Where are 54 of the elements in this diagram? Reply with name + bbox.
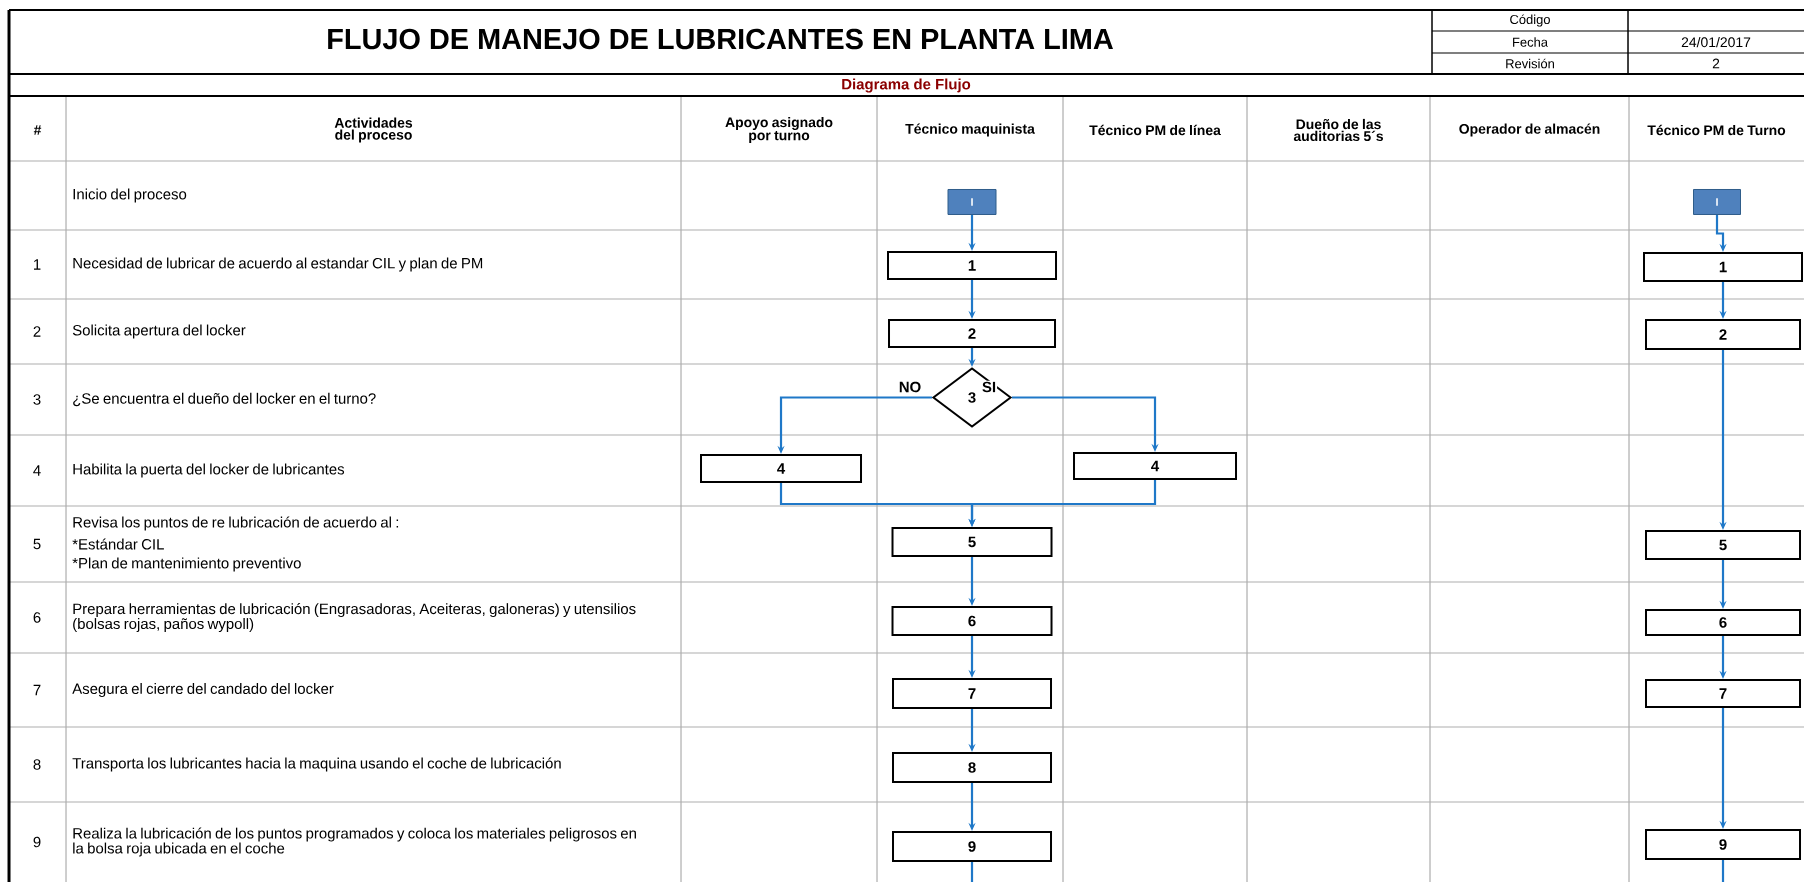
- column-header: Operador de almacén: [1459, 123, 1600, 137]
- process-box: 6: [1645, 609, 1801, 636]
- activity-text: Asegura el cierre del candado del locker: [72, 683, 334, 697]
- header-value: 24/01/2017: [1681, 36, 1751, 48]
- section-heading: Diagrama de Flujo: [842, 78, 971, 93]
- process-box: 2: [1645, 319, 1801, 350]
- row-number: 2: [33, 326, 41, 337]
- process-box: 9: [1645, 829, 1801, 860]
- activity-text: Revisa los puntos de re lubricación de acuerdo al :: [73, 516, 399, 531]
- process-box: 1: [1643, 252, 1803, 282]
- column-header: Apoyo asignado por turno: [725, 116, 833, 143]
- activity-text: Necesidad de lubricar de acuerdo al estandar CIL y plan de PM: [73, 257, 483, 272]
- activity-text: Prepara herramientas de lubricación (Engrasadoras, Aceiteras, galoneras) y utensilios (bolsas rojas, paños wypoll): [73, 603, 636, 632]
- process-box: 7: [892, 678, 1052, 709]
- activity-text: *Plan de mantenimiento preventivo: [72, 557, 301, 572]
- column-header: #: [33, 125, 42, 135]
- process-box: 8: [892, 752, 1052, 783]
- activity-text: Realiza la lubricación de los puntos programados y coloca los materiales peligrosos en la bolsa roja ubicada en el coche: [73, 827, 636, 857]
- column-header: Dueño de las auditorias 5´s: [1293, 118, 1383, 142]
- title: FLUJO DE MANEJO DE LUBRICANTES EN PLANTA LIMA: [328, 28, 1113, 50]
- activity-text: Inicio del proceso: [73, 188, 187, 203]
- process-box: 7: [1645, 679, 1801, 708]
- row-number: 8: [33, 759, 41, 770]
- process-box: 9: [892, 831, 1052, 862]
- header-field: Revisión: [1506, 58, 1554, 69]
- row-number: 6: [33, 612, 41, 623]
- process-box: 4: [1073, 452, 1237, 480]
- row-number: 3: [33, 394, 41, 405]
- row-number: 1: [34, 259, 41, 270]
- row-number: 9: [33, 836, 41, 848]
- activity-text: Transporta los lubricantes hacia la maquina usando el coche de lubricación: [72, 757, 561, 772]
- column-header: Técnico PM de línea: [1089, 124, 1221, 136]
- activity-text: *Estándar CIL: [72, 538, 164, 550]
- header-field: Fecha: [1513, 37, 1548, 47]
- activity-text: Solicita apertura del locker: [72, 324, 246, 339]
- row-number: 5: [33, 538, 41, 550]
- activity-text: ¿Se encuentra el dueño del locker en el turno?: [73, 392, 376, 407]
- header-value: 2: [1712, 58, 1720, 69]
- process-box: 1: [887, 251, 1057, 280]
- row-number: 7: [33, 684, 41, 696]
- column-header: Técnico maquinista: [905, 123, 1035, 137]
- column-header: Actividades del proceso: [334, 117, 413, 143]
- start-terminal: I: [947, 189, 997, 215]
- process-box: 6: [891, 606, 1053, 636]
- process-box: 5: [891, 527, 1053, 557]
- process-box: 5: [1645, 530, 1801, 560]
- process-box: 4: [700, 454, 862, 483]
- start-terminal: I: [1693, 189, 1741, 215]
- process-box: 2: [888, 319, 1056, 348]
- row-number: 4: [33, 465, 41, 476]
- edge-label: NO: [897, 380, 923, 394]
- column-header: Técnico PM de Turno: [1647, 124, 1786, 136]
- activity-text: Habilita la puerta del locker de lubricantes: [73, 463, 345, 478]
- header-field: Código: [1510, 14, 1550, 27]
